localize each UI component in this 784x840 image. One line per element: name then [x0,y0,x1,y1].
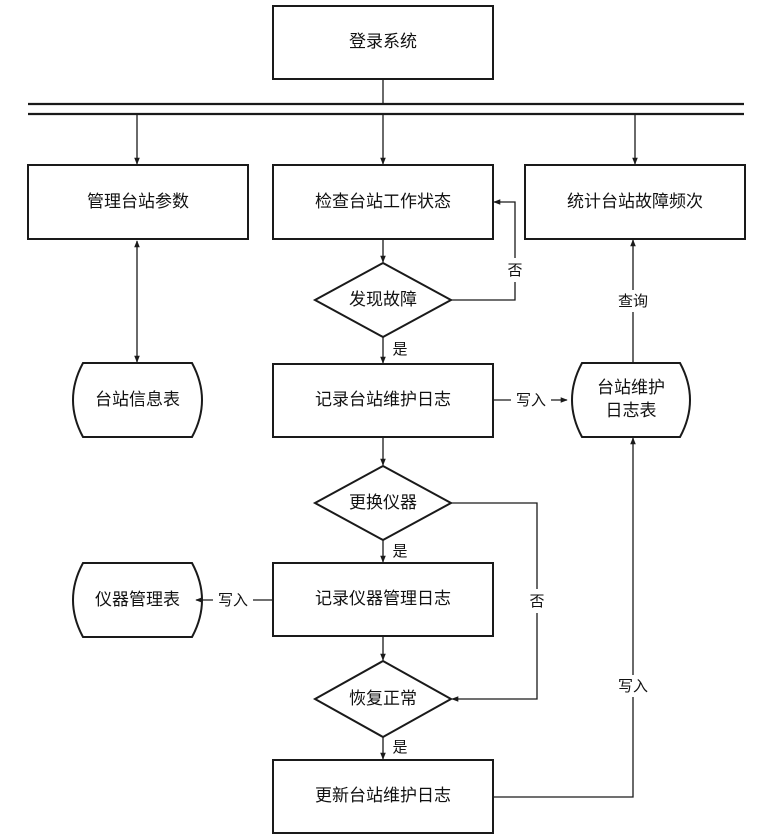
update-maint-log-label: 更新台站维护日志 [315,786,451,807]
manage-params-label: 管理台站参数 [87,191,189,212]
find-fault-label: 发现故障 [349,289,417,310]
maint-log-table-shape [571,362,691,438]
check-status-label: 检查台站工作状态 [315,191,451,212]
write-update-arrow [493,437,636,798]
yes-replace-edge-label: 是 [392,541,408,560]
no-replace-edge-label: 否 [526,589,548,613]
login-label: 登录系统 [349,32,417,53]
replace-instrument-label: 更换仪器 [349,492,417,513]
manage-params-box [27,164,249,240]
station-info-table-label: 台站信息表 [95,389,180,410]
maint-log-table-label: 台站维护 日志表 [562,363,700,437]
write-instrument-edge-label: 写入 [213,589,253,611]
login-box [272,5,494,80]
instrument-table-shape [72,562,203,638]
no-fault-edge-label: 否 [504,258,526,282]
update-maint-log-box [272,759,494,834]
record-instrument-log-label: 记录仪器管理日志 [315,589,451,610]
write-maint-edge-label: 写入 [511,389,551,411]
yes-recover-edge-label: 是 [392,737,408,756]
record-maint-log-label: 记录台站维护日志 [315,390,451,411]
station-info-table-shape [72,362,203,438]
record-instrument-log-box [272,562,494,637]
maint-log-table-label-line1: 台站维护 [597,378,665,399]
stats-faults-label: 统计台站故障频次 [567,191,703,212]
maint-log-table-label-line2: 日志表 [605,401,657,421]
instrument-table-label: 仪器管理表 [95,589,180,610]
stats-faults-box [524,164,746,240]
no-fault-loop-arrow [451,199,516,301]
yes-fault-edge-label: 是 [392,339,408,358]
recover-normal-label: 恢复正常 [349,688,417,709]
write-update-edge-label: 写入 [613,675,653,697]
check-status-box [272,164,494,240]
query-edge-label: 查询 [613,290,653,312]
